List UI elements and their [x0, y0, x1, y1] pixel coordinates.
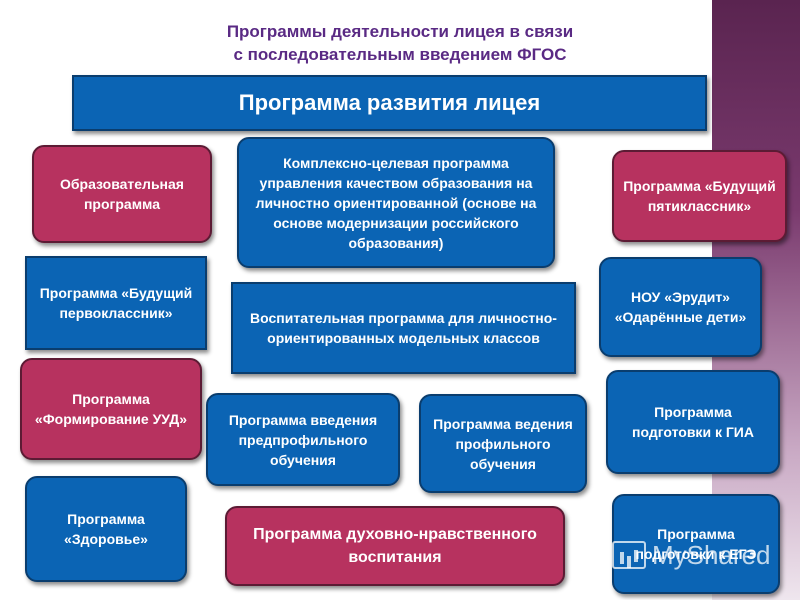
spiritual-moral-program-box: Программа духовно-нравственного воспитан…	[225, 506, 565, 586]
preprofile-program-box: Программа введения предпрофильного обуче…	[206, 393, 400, 486]
watermark-text: MyShared	[652, 539, 771, 570]
upbringing-program-box: Воспитательная программа для личностно-о…	[231, 282, 576, 374]
gia-program-box: Программа подготовки к ГИА	[606, 370, 780, 474]
myshared-watermark: MyShared	[612, 535, 792, 575]
nou-erudit-box: НОУ «Эрудит» «Одарённые дети»	[599, 257, 762, 357]
complex-target-program-box: Комплексно-целевая программа управления …	[237, 137, 555, 268]
presentation-icon	[612, 541, 646, 569]
uud-program-box: Программа «Формирование УУД»	[20, 358, 202, 460]
slide-title-line1: Программы деятельности лицея в связи	[226, 22, 574, 41]
future-first-grader-box: Программа «Будущий первоклассник»	[25, 256, 207, 350]
ege-program-box: Программа подготовки к ЕГЭ	[612, 494, 780, 594]
profile-program-box: Программа ведения профильного обучения	[419, 394, 587, 493]
health-program-box: Программа «Здоровье»	[25, 476, 187, 582]
future-fifth-grader-box: Программа «Будущий пятиклассник»	[612, 150, 787, 242]
main-program-box: Программа развития лицея	[72, 75, 707, 131]
slide-title: Программы деятельности лицея в связи с п…	[140, 20, 660, 66]
slide-title-line2: с последовательным введением ФГОС	[233, 45, 567, 64]
educational-program-box: Образовательная программа	[32, 145, 212, 243]
